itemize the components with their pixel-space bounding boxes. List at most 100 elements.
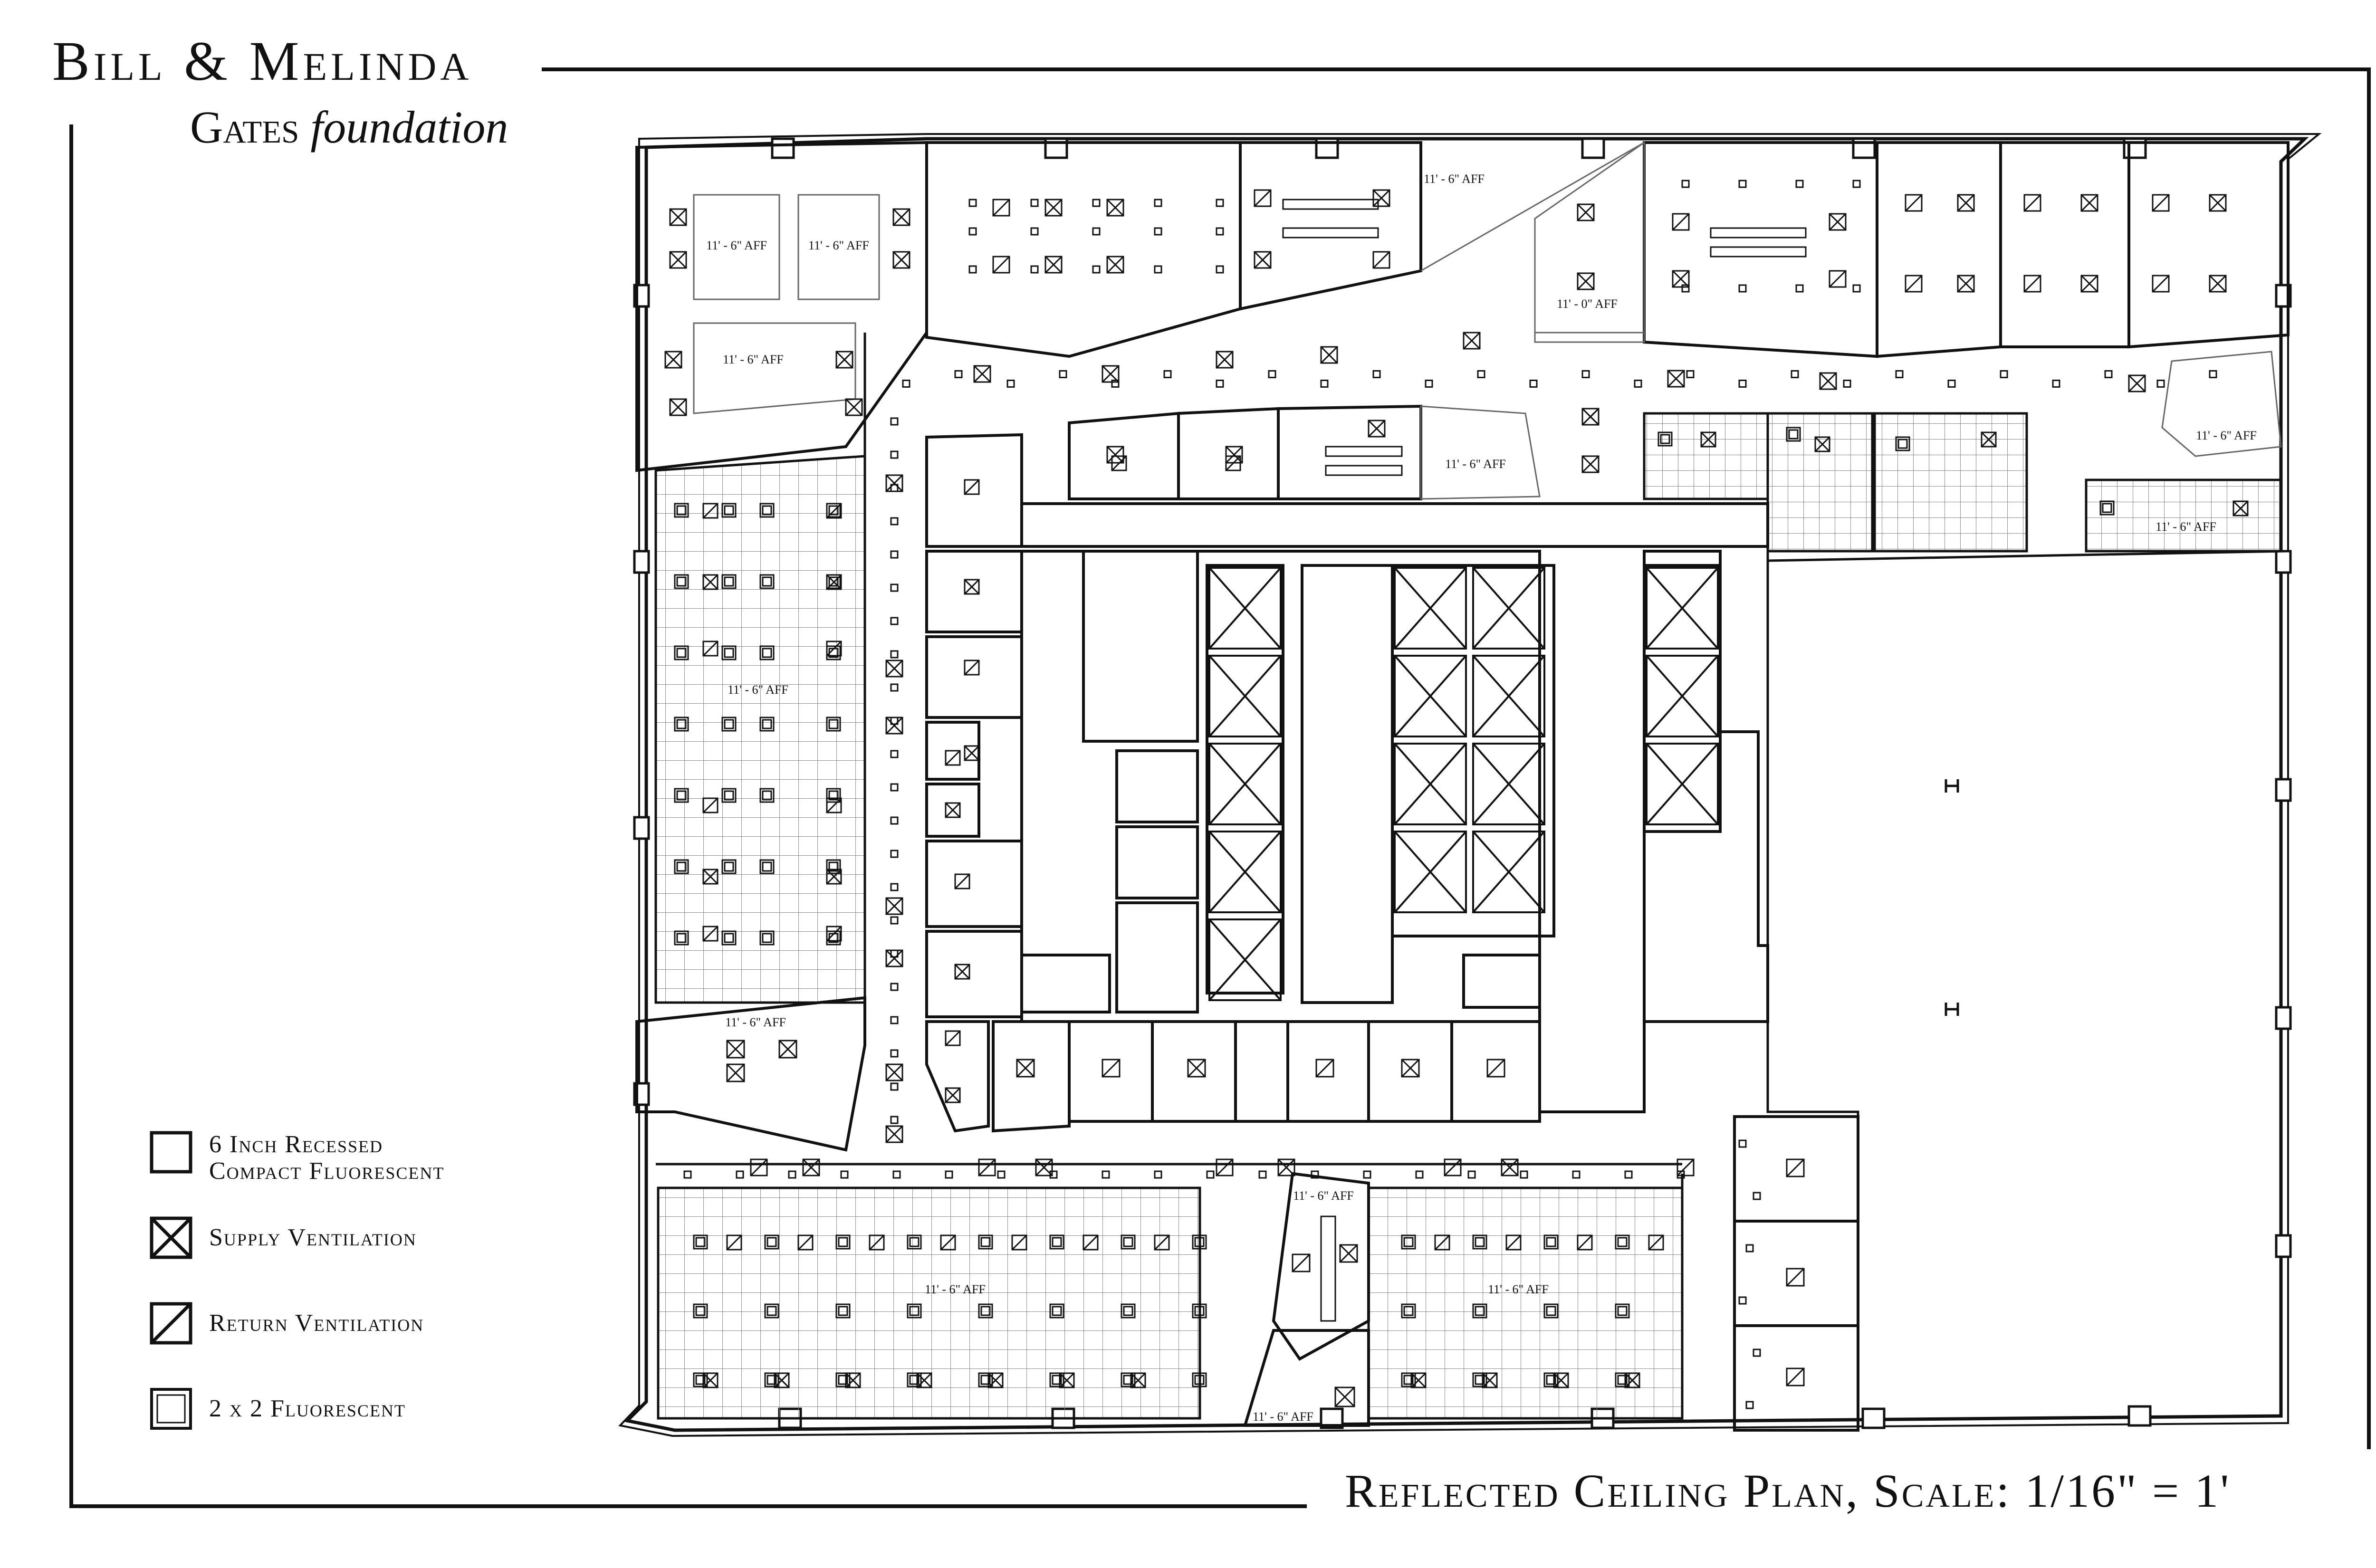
return-vent-icon (978, 1158, 996, 1176)
supply-vent-icon (885, 717, 903, 735)
return-vent-icon (1905, 275, 1923, 293)
supply-vent-icon (1334, 1386, 1355, 1407)
return-vent-icon (1672, 213, 1690, 231)
east-offices (1733, 1115, 1859, 1432)
supply-vent-icon (726, 1063, 745, 1082)
compact-fluorescent-icon (892, 1170, 901, 1179)
supply-vent-icon (1216, 351, 1234, 369)
2x2-fluorescent-icon (759, 717, 775, 732)
compact-fluorescent-icon (890, 916, 899, 925)
2x2-fluorescent-icon (721, 859, 737, 874)
return-vent-icon (750, 1158, 768, 1176)
2x2-fluorescent-icon (674, 574, 689, 589)
supply-vent-icon (1553, 1372, 1569, 1388)
2x2-fluorescent-icon (721, 645, 737, 660)
return-vent-icon (940, 1234, 956, 1251)
2x2-fluorescent-icon (759, 859, 775, 874)
2x2-fluorescent-icon (721, 574, 737, 589)
2x2-fluorescent-icon (764, 1234, 779, 1250)
supply-vent-icon (1035, 1158, 1053, 1176)
2x2-fluorescent-icon (693, 1372, 708, 1387)
compact-fluorescent-icon (1753, 1192, 1761, 1200)
compact-fluorescent-icon (1686, 370, 1695, 378)
west-offices (925, 550, 1023, 1133)
2x2-fluorescent-fixtures (674, 427, 2115, 1387)
north-office-thin-walls (693, 141, 2282, 457)
2x2-fluorescent-icon (1049, 1234, 1064, 1250)
compact-fluorescent-icon (1102, 1170, 1110, 1179)
supply-vent-icon (845, 398, 863, 416)
supply-vent-icon (1581, 455, 1600, 473)
compact-fluorescent-icon (1163, 370, 1172, 378)
logo-line-1: Bill & Melinda (52, 30, 473, 92)
compact-fluorescent-icon (1049, 1170, 1058, 1179)
legend-label: Return Ventilation (209, 1310, 424, 1337)
sheet-border (69, 67, 2371, 1508)
supply-vent-icon (1482, 1372, 1498, 1388)
compact-fluorescent-icon (1320, 379, 1329, 388)
2x2-fluorescent-icon (1615, 1234, 1630, 1250)
supply-vent-icon (1320, 346, 1338, 364)
2x2-fluorescent-icon (1615, 1372, 1630, 1387)
return-vent-icon (1577, 1234, 1593, 1251)
supply-vent-icon (1672, 270, 1690, 288)
2x2-fluorescent-icon (978, 1372, 993, 1387)
supply-vent-icon (1372, 189, 1390, 207)
return-vent-icon (726, 1234, 742, 1251)
compact-fluorescent-icon (1372, 370, 1381, 378)
compact-fluorescent-icon (1738, 379, 1747, 388)
logo-foundation-word: foundation (310, 102, 508, 153)
2x2-fluorescent-icon (1192, 1372, 1207, 1387)
return-vent-icon (954, 873, 970, 889)
supply-vent-icon (892, 251, 910, 269)
return-vent-icon (1083, 1234, 1099, 1251)
supply-vent-icon (835, 351, 853, 369)
return-vent-icon (1786, 1268, 1805, 1287)
compact-fluorescent-icon (1467, 1170, 1476, 1179)
return-vent-icon (1505, 1234, 1522, 1251)
return-vent-icon (1829, 270, 1847, 288)
supply-vent-icon (1368, 420, 1386, 438)
compact-fluorescent-icon (890, 717, 899, 725)
compact-fluorescent-icon (1947, 379, 1956, 388)
2x2-fluorescent-icon (693, 1303, 708, 1319)
2x2-fluorescent-icon (1472, 1234, 1487, 1250)
2x2-fluorescent-icon (1472, 1372, 1487, 1387)
2x2-fluorescent-icon (826, 788, 841, 803)
return-vent-icon (1905, 194, 1923, 212)
return-vent-icon (1011, 1234, 1027, 1251)
compact-fluorescent-icon (890, 850, 899, 858)
compact-fluorescent-icon (1681, 284, 1690, 293)
return-vent-icon (2023, 194, 2041, 212)
compact-fluorescent-icon (890, 1082, 899, 1091)
ceiling-height-label: 11' - 6" AFF (723, 353, 784, 366)
compact-fluorescent-icon (1363, 1170, 1371, 1179)
supply-vent-icon (774, 1372, 790, 1388)
supply-vent-icon (1410, 1372, 1427, 1388)
compact-fluorescent-icon (736, 1170, 744, 1179)
return-vent-icon (702, 797, 719, 813)
return-vent-icon (1315, 1059, 1334, 1078)
compact-fluorescent-icon (890, 484, 899, 492)
2x2-fluorescent-icon (1895, 436, 1910, 451)
2x2-fluorescent-icon (1192, 1303, 1207, 1319)
southwest-office (635, 996, 866, 1152)
compact-fluorescent-icon (1520, 1170, 1528, 1179)
building-outline (618, 133, 2322, 1437)
return-vent-icon (1444, 1158, 1462, 1176)
2x2-fluorescent-icon (759, 788, 775, 803)
return-vent-icon (1102, 1059, 1121, 1078)
legend-item-supply-ventilation: Supply Ventilation (147, 1214, 575, 1285)
supply-vent-icon (885, 474, 903, 492)
supply-vent-icon (2128, 374, 2146, 392)
ceiling-height-labels: 11' - 6" AFF 11' - 6" AFF 11' - 6" AFF 1… (706, 172, 2257, 1424)
legend-item-2x2-fluorescent: 2 x 2 Fluorescent (147, 1385, 575, 1456)
supply-vent-icon (726, 1040, 745, 1059)
ceiling-height-label: 11' - 0" AFF (1557, 297, 1618, 311)
2x2-fluorescent-icon (1121, 1234, 1136, 1250)
compact-fluorescent-icon (890, 683, 899, 692)
2x2-fluorescent-icon (721, 930, 737, 946)
2x2-fluorescent-icon (1401, 1372, 1416, 1387)
2x2-fluorescent-icon (1401, 1303, 1416, 1319)
